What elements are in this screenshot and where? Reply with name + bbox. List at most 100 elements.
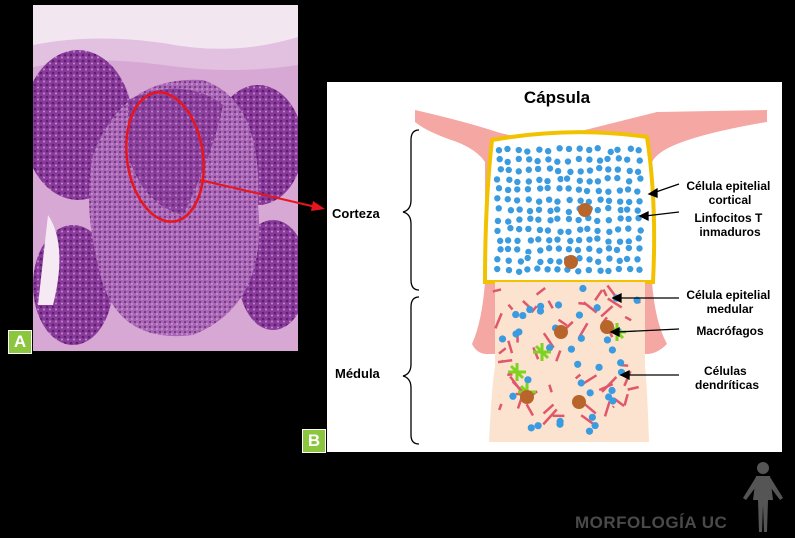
lymphocyte-cell (615, 256, 624, 265)
medulla-brace (402, 296, 420, 445)
lymphocyte-cell (553, 205, 562, 214)
lymphocyte-cell (605, 227, 614, 236)
medullary-epithelial-process (594, 289, 604, 302)
lymphocyte-cell (603, 154, 612, 163)
medullary-epithelial-process (600, 305, 614, 318)
lymphocyte-cell (493, 226, 502, 235)
lymphocyte-cell (526, 305, 534, 314)
lymphocyte-cell (493, 194, 502, 203)
medullary-epithelial-process (601, 376, 618, 393)
lymphocyte-cell (524, 376, 532, 384)
lymphocyte-cell (636, 174, 645, 183)
capsule-title: Cápsula (524, 88, 591, 107)
medulla-cell-group (492, 284, 641, 435)
lymphocyte-cell (594, 257, 603, 266)
lymphocyte-cell (585, 235, 594, 244)
lymphocyte-cell (524, 224, 533, 233)
lymphocyte-cell (523, 147, 532, 156)
lymphocyte-cell (563, 157, 572, 166)
macrophage-cell (520, 390, 534, 404)
lymphocyte-cell (588, 413, 596, 421)
lymphocyte-cell (505, 175, 514, 184)
lymphocyte-cell (593, 206, 602, 215)
lymphocyte-cell (536, 307, 545, 315)
panel-a-tag: A (8, 330, 32, 354)
lymphocyte-cell (634, 146, 643, 155)
lymphocyte-cell (554, 301, 563, 309)
lymphocyte-cell (575, 144, 584, 153)
lymphocyte-cell (535, 205, 544, 214)
lymphocyte-cell (624, 224, 633, 233)
lymphocyte-cell (493, 216, 502, 225)
medullary-epithelial-process (494, 312, 503, 329)
lymphocyte-cell (534, 422, 542, 430)
lymphocyte-cell (514, 154, 523, 163)
lymphocyte-cell (503, 195, 512, 204)
lymphocyte-cell (496, 236, 505, 245)
medullary-epithelial-process (547, 300, 554, 309)
lymphocyte-cell (595, 363, 603, 371)
lymphocyte-cell (535, 225, 544, 234)
lymphocyte-cell (536, 246, 545, 255)
lymphocyte-cell (504, 185, 513, 194)
lymphocyte-cell (555, 257, 564, 266)
lymphocyte-cell (591, 421, 599, 430)
medullary-epithelial-process (627, 385, 639, 391)
annotation-dendritic-cells: Células dendríticas (695, 364, 759, 392)
lymphocyte-cell (503, 244, 512, 253)
lymphocyte-cell (524, 177, 533, 186)
lymphocyte-cell (604, 266, 613, 275)
lymphocyte-cell (593, 177, 602, 186)
lymphocyte-cell (604, 165, 613, 174)
lymphocyte-cell (534, 164, 543, 173)
lymphocyte-cell (524, 195, 533, 204)
lymphocyte-cell (624, 214, 633, 223)
lymphocyte-cell (574, 154, 583, 163)
medullary-epithelial-process (580, 414, 595, 425)
lymphocyte-cell (514, 167, 523, 176)
lymphocyte-cell (574, 360, 582, 368)
annotation-arrows (609, 183, 680, 381)
lymphocyte-cell (526, 236, 535, 245)
lymphocyte-cell (623, 155, 632, 164)
thymus-diagram: Cápsula Corteza Médula Célula epitelial … (327, 82, 782, 452)
lymphocyte-cell (625, 166, 634, 175)
lymphocyte-cell (545, 244, 554, 253)
lymphocyte-cell (567, 345, 575, 353)
lymphocyte-cell (556, 227, 565, 236)
lymphocyte-cell (586, 389, 594, 397)
lymphocyte-cell (608, 386, 616, 395)
lymphocyte-cell (605, 393, 613, 401)
annotation-macrophages: Macrófagos (696, 324, 764, 338)
lymphocyte-cell (613, 245, 622, 254)
medullary-epithelial-process (611, 405, 615, 409)
medullary-epithelial-process (582, 374, 598, 385)
lymphocyte-cell (625, 177, 634, 186)
micrograph-image (33, 5, 298, 351)
lymphocyte-cell (596, 266, 605, 275)
lymphocyte-cell (593, 216, 602, 225)
diagram-svg: Cápsula Corteza Médula Célula epitelial … (332, 88, 770, 445)
lymphocyte-cell (545, 236, 554, 245)
lymphocyte-cell (553, 157, 562, 166)
lymphocyte-cell (493, 265, 502, 274)
lymphocyte-cell (617, 359, 625, 367)
lymphocyte-cell (574, 216, 583, 225)
medullary-epithelial-process (492, 288, 502, 293)
lymphocyte-cell (494, 204, 503, 213)
lymphocyte-cell (585, 244, 594, 253)
lymphocyte-cell (603, 174, 612, 183)
lymphocyte-cell (564, 227, 573, 236)
lymphocyte-cell (564, 215, 573, 224)
lymphocyte-cell (496, 165, 505, 174)
lymphocyte-cell (623, 254, 632, 263)
lymphocyte-cell (525, 155, 534, 164)
lymphocyte-cell (527, 424, 535, 432)
lymphocyte-cell (515, 205, 524, 214)
lymphocyte-cell (585, 145, 594, 154)
lymphocyte-cell (504, 266, 513, 275)
lymphocyte-cell (577, 379, 585, 387)
lymphocyte-cell (544, 147, 553, 156)
lymphocyte-cell (513, 185, 522, 194)
lymphocyte-cell (623, 205, 632, 214)
